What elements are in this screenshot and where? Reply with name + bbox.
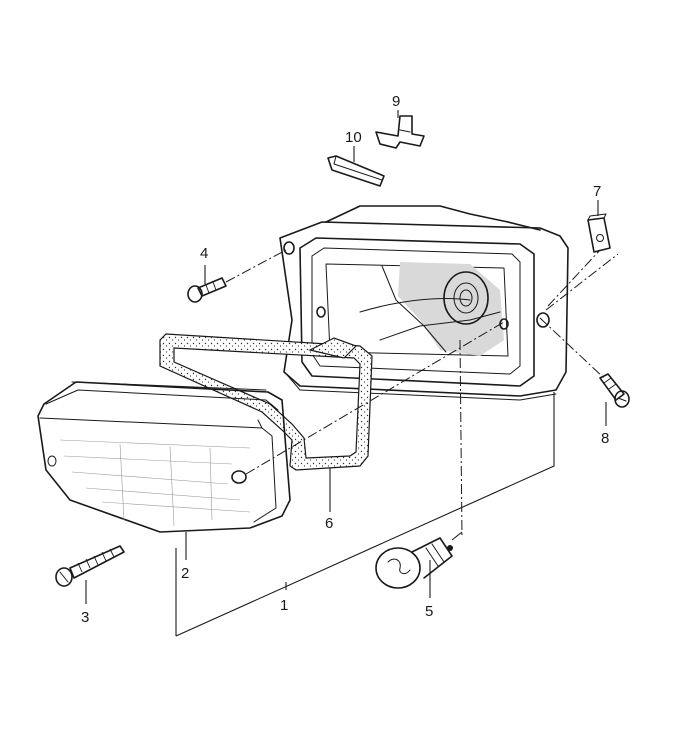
assembly-lines [225, 249, 619, 539]
callout-9: 9 [392, 93, 400, 110]
lamp-lens-icon [37, 381, 291, 533]
gasket-icon [159, 333, 373, 471]
lamp-housing-icon [279, 205, 569, 401]
callout-4: 4 [200, 245, 208, 262]
bulb-icon [375, 537, 453, 589]
pad-icon [327, 155, 385, 187]
callout-8: 8 [601, 430, 609, 447]
screw-icon [599, 373, 630, 408]
callout-1: 1 [280, 597, 288, 614]
callout-labels: 1 2 3 4 5 6 7 8 9 10 [81, 93, 609, 626]
leader-lines [85, 110, 607, 637]
callout-2: 2 [181, 565, 189, 582]
nut-icon [587, 213, 611, 253]
screw-icon [187, 277, 227, 303]
callout-3: 3 [81, 609, 89, 626]
screw-icon [55, 545, 125, 587]
callout-6: 6 [325, 515, 333, 532]
callout-5: 5 [425, 603, 433, 620]
callout-10: 10 [345, 129, 362, 146]
clip-icon [375, 115, 425, 149]
callout-7: 7 [593, 183, 601, 200]
